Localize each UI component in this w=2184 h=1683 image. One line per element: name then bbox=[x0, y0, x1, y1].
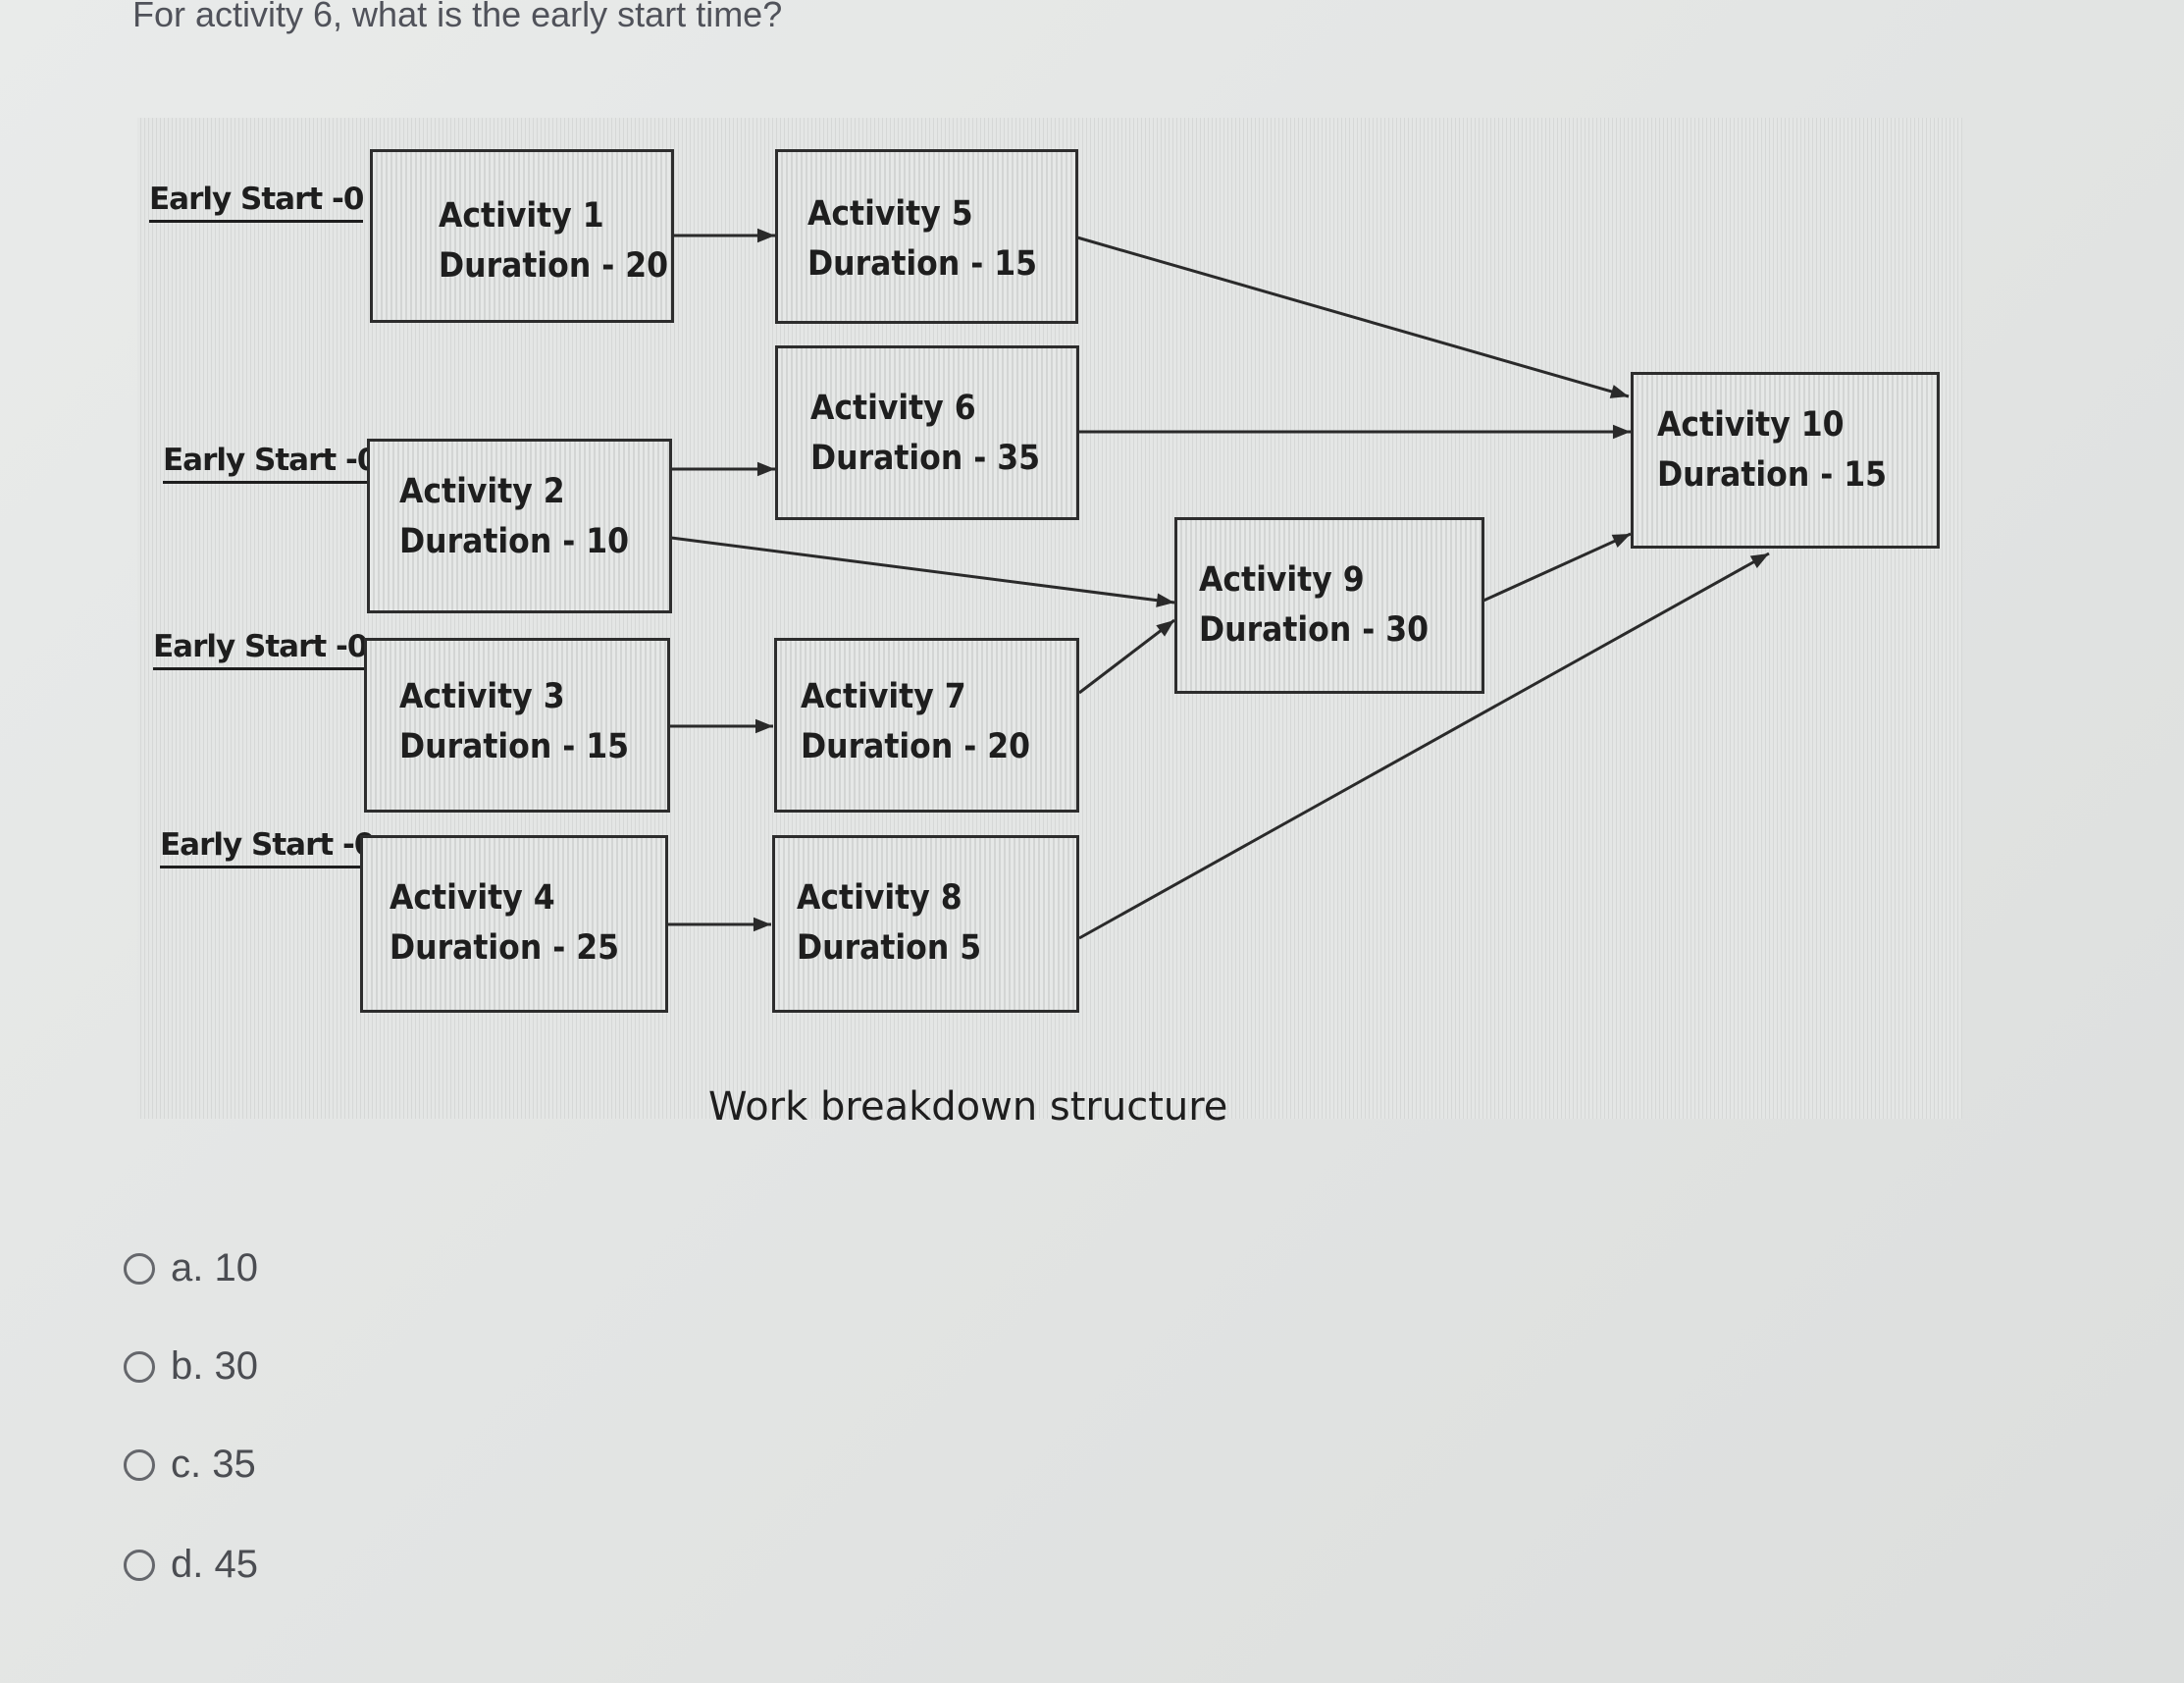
activity-2-box: Activity 2 Duration - 10 bbox=[367, 439, 672, 613]
early-start-label-4: Early Start -0 bbox=[160, 827, 375, 868]
option-d[interactable]: d. 45 bbox=[124, 1543, 258, 1587]
activity-duration: Duration 5 bbox=[797, 928, 982, 968]
activity-3-box: Activity 3 Duration - 15 bbox=[364, 638, 670, 813]
radio-button[interactable] bbox=[124, 1350, 155, 1383]
option-c[interactable]: c. 35 bbox=[124, 1443, 256, 1487]
activity-6-box: Activity 6 Duration - 35 bbox=[775, 345, 1079, 520]
option-label: d. 45 bbox=[171, 1543, 258, 1586]
radio-button[interactable] bbox=[124, 1549, 155, 1581]
radio-button[interactable] bbox=[124, 1448, 155, 1481]
activity-duration: Duration - 35 bbox=[810, 439, 1041, 478]
activity-name: Activity 8 bbox=[797, 878, 962, 918]
activity-name: Activity 2 bbox=[399, 472, 565, 511]
activity-name: Activity 6 bbox=[810, 389, 976, 428]
activity-duration: Duration - 20 bbox=[439, 246, 669, 286]
activity-name: Activity 1 bbox=[439, 196, 604, 236]
option-label: b. 30 bbox=[171, 1344, 258, 1388]
activity-duration: Duration - 10 bbox=[399, 522, 630, 561]
option-b[interactable]: b. 30 bbox=[124, 1344, 258, 1389]
diagram-caption: Work breakdown structure bbox=[708, 1084, 1228, 1130]
question-text: For activity 6, what is the early start … bbox=[132, 0, 783, 34]
option-label: c. 35 bbox=[171, 1443, 256, 1486]
activity-duration: Duration - 25 bbox=[390, 928, 620, 968]
activity-9-box: Activity 9 Duration - 30 bbox=[1174, 517, 1484, 694]
activity-8-box: Activity 8 Duration 5 bbox=[772, 835, 1079, 1013]
activity-10-box: Activity 10 Duration - 15 bbox=[1631, 372, 1940, 549]
activity-name: Activity 10 bbox=[1657, 405, 1845, 445]
activity-name: Activity 3 bbox=[399, 677, 565, 716]
activity-duration: Duration - 15 bbox=[807, 244, 1038, 284]
option-a[interactable]: a. 10 bbox=[124, 1246, 258, 1290]
early-start-label-3: Early Start -0 bbox=[153, 629, 368, 670]
activity-4-box: Activity 4 Duration - 25 bbox=[360, 835, 668, 1013]
option-label: a. 10 bbox=[171, 1246, 258, 1289]
activity-duration: Duration - 15 bbox=[1657, 455, 1888, 495]
activity-5-box: Activity 5 Duration - 15 bbox=[775, 149, 1078, 324]
activity-duration: Duration - 30 bbox=[1199, 610, 1430, 650]
early-start-label-2: Early Start -0 bbox=[163, 443, 378, 484]
activity-duration: Duration - 15 bbox=[399, 727, 630, 766]
activity-name: Activity 7 bbox=[801, 677, 966, 716]
activity-name: Activity 4 bbox=[390, 878, 555, 918]
activity-7-box: Activity 7 Duration - 20 bbox=[774, 638, 1079, 813]
early-start-label-1: Early Start -0 bbox=[149, 182, 364, 223]
radio-button[interactable] bbox=[124, 1252, 155, 1285]
activity-name: Activity 5 bbox=[807, 194, 973, 234]
activity-1-box: Activity 1 Duration - 20 bbox=[370, 149, 674, 323]
activity-duration: Duration - 20 bbox=[801, 727, 1031, 766]
activity-name: Activity 9 bbox=[1199, 560, 1365, 600]
